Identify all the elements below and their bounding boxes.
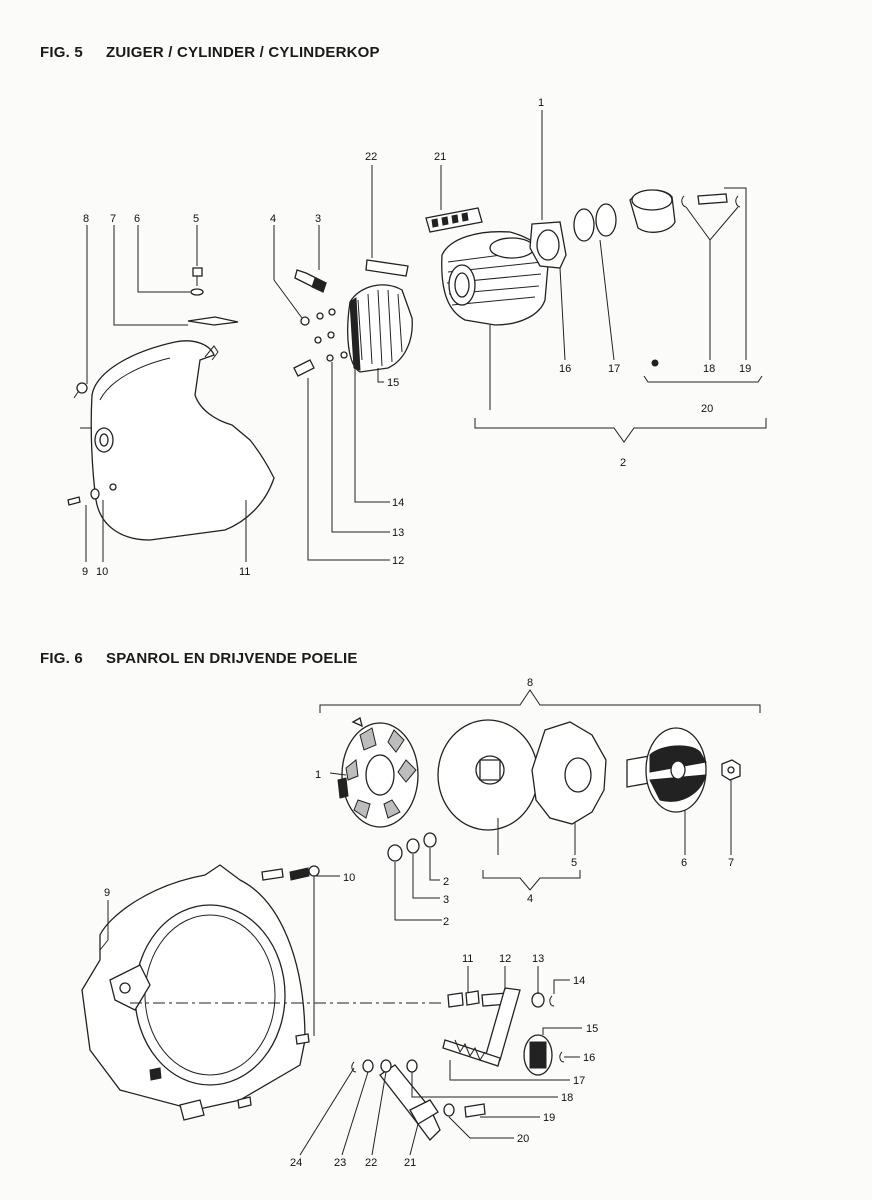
fig6-callout-3: 3: [443, 894, 449, 906]
fig6-callout-22: 22: [365, 1157, 377, 1169]
cylinder-drawing: [441, 231, 549, 326]
fig6-callout-24: 24: [290, 1157, 302, 1169]
fig5-callout-13: 13: [392, 527, 404, 539]
fig5-callout-18: 18: [703, 363, 715, 375]
ramp-plate-drawing: [531, 721, 607, 825]
fig5-callout-17: 17: [608, 363, 620, 375]
fig5-number: FIG. 5: [40, 44, 83, 61]
drive-housing-drawing: [81, 864, 306, 1121]
fig6-callout-2a: 2: [443, 876, 449, 888]
fig6-number: FIG. 6: [40, 650, 83, 667]
fig5-callouts: 1 2 3 4 5 6 7 8 9 10 11 12 13 14 15 16 1…: [82, 97, 751, 578]
fig6-callout-21: 21: [404, 1157, 416, 1169]
fig6-callout-14: 14: [573, 975, 585, 987]
fig6-callout-4: 4: [527, 893, 533, 905]
fig6-heading: SPANROL EN DRIJVENDE POELIE: [106, 650, 358, 667]
small-parts-center: [293, 269, 348, 377]
fig6-callout-11: 11: [462, 953, 473, 965]
clutch-plate-drawing: [337, 717, 419, 828]
fig5-title: FIG. 5 ZUIGER / CYLINDER / CYLINDERKOP: [40, 44, 380, 61]
fig5-callout-4: 4: [270, 213, 276, 225]
small-parts-left: [67, 267, 239, 506]
rollers-drawing: [387, 832, 437, 862]
fig5-callout-12: 12: [392, 555, 404, 567]
fig5-callout-21: 21: [434, 151, 446, 163]
fig6-callout-17: 17: [573, 1075, 585, 1087]
fig6-callout-20: 20: [517, 1133, 529, 1145]
fig5-callout-20: 20: [701, 403, 713, 415]
fig6-leaders: [99, 689, 761, 1156]
fig6-callout-7: 7: [728, 857, 734, 869]
nut-drawing: [721, 759, 741, 781]
fig5-callout-3: 3: [315, 213, 321, 225]
fig6-callout-8: 8: [527, 677, 533, 689]
fig6-callout-15: 15: [586, 1023, 598, 1035]
fig6-callout-9: 9: [104, 887, 110, 899]
fig5-callout-8: 8: [83, 213, 89, 225]
cylinder-head-drawing: [347, 284, 413, 373]
fig6-callout-19: 19: [543, 1112, 555, 1124]
piston-drawing: [529, 189, 741, 367]
fig6-callout-6: 6: [681, 857, 687, 869]
fan-cover-drawing: [80, 340, 275, 541]
fig5-callout-19: 19: [739, 363, 751, 375]
fig6-callout-12: 12: [499, 953, 511, 965]
fig5-leaders: [85, 110, 767, 562]
gaskets-drawing: [365, 207, 483, 277]
fig6-callout-18: 18: [561, 1092, 573, 1104]
fig5-callout-9: 9: [82, 566, 88, 578]
fig5-callout-14: 14: [392, 497, 404, 509]
fig6-title: FIG. 6 SPANROL EN DRIJVENDE POELIE: [40, 650, 358, 667]
fig5-callout-22: 22: [365, 151, 377, 163]
fig5-drawing: 1 2 3 4 5 6 7 8 9 10 11 12 13 14 15 16 1…: [67, 97, 767, 578]
fig6-callout-13: 13: [532, 953, 544, 965]
screws-drawing: [237, 865, 320, 1109]
fig5-callout-1: 1: [538, 97, 544, 109]
fig6-drawing: 1 2 3 2 4 5 6 7 8 9 10 11 12 13 14 15 16…: [81, 677, 761, 1169]
fig6-callout-23: 23: [334, 1157, 346, 1169]
fig6-callout-10: 10: [343, 872, 355, 884]
fig5-heading: ZUIGER / CYLINDER / CYLINDERKOP: [106, 44, 380, 61]
fig5-callout-10: 10: [96, 566, 108, 578]
fig5-callout-7: 7: [110, 213, 116, 225]
fig6-callout-16: 16: [583, 1052, 595, 1064]
fig5-callout-11: 11: [239, 566, 250, 578]
fig5-callout-6: 6: [134, 213, 140, 225]
fig5-callout-2: 2: [620, 457, 626, 469]
fig6-callout-5: 5: [571, 857, 577, 869]
pulley-drawing: [437, 719, 539, 831]
fig5-callout-16: 16: [559, 363, 571, 375]
fig6-callout-1: 1: [315, 769, 321, 781]
tensioner-arm-drawing: [351, 987, 565, 1141]
fig6-callout-2b: 2: [443, 916, 449, 928]
fig6-callouts: 1 2 3 2 4 5 6 7 8 9 10 11 12 13 14 15 16…: [104, 677, 734, 1169]
fig5-callout-5: 5: [193, 213, 199, 225]
drive-pulley-drawing: [626, 727, 707, 813]
fig5-callout-15: 15: [387, 377, 399, 389]
